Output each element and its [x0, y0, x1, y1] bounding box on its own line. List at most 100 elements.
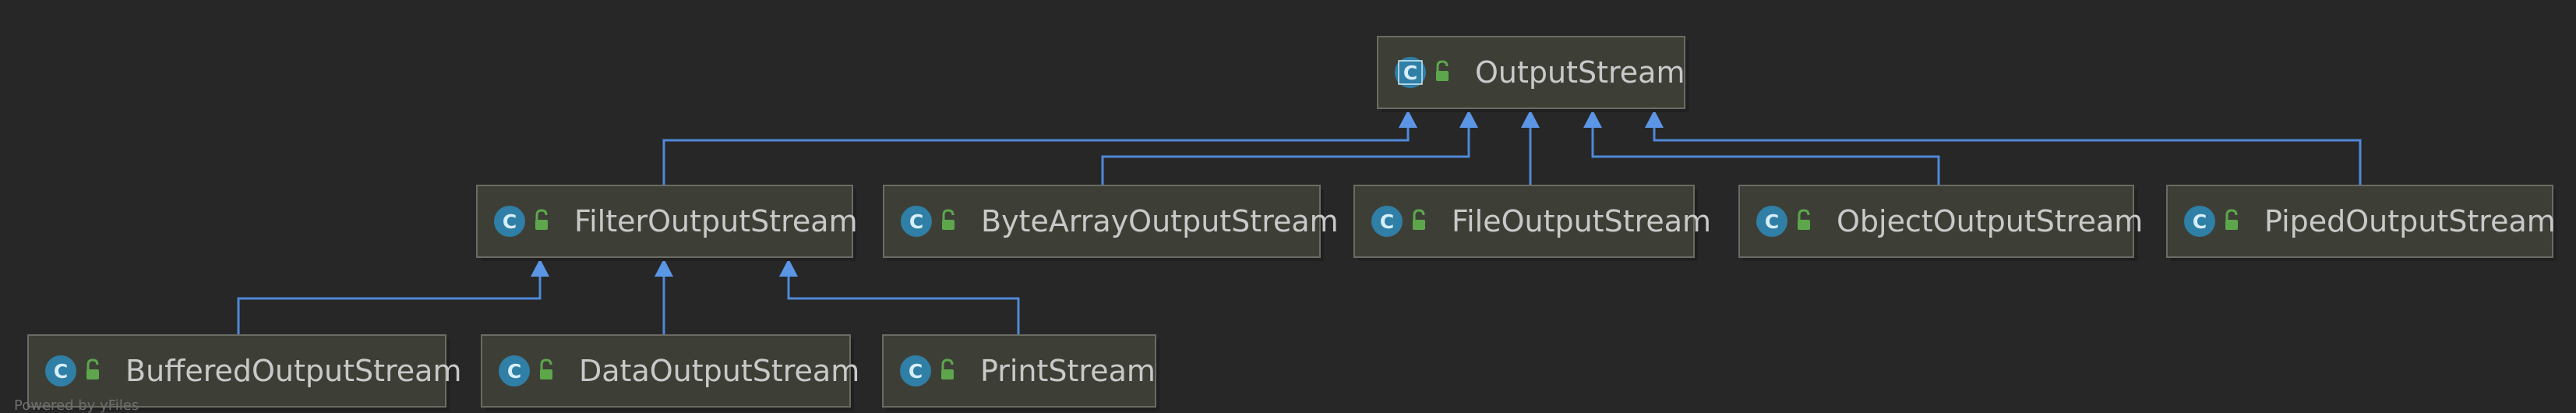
lock-body: [535, 220, 548, 230]
class-node-FilterOutputStream[interactable]: C FilterOutputStream: [476, 185, 858, 261]
class-icon-circle: [1371, 206, 1403, 237]
class-name-label: PipedOutputStream: [2264, 204, 2556, 238]
class-node-DataOutputStream[interactable]: C DataOutputStream: [481, 334, 859, 411]
public-lock-icon: [535, 209, 548, 230]
class-name-label: PrintStream: [980, 354, 1156, 388]
inheritance-arrowhead-icon: [1459, 110, 1478, 128]
edge-PrintStream-to-FilterOutputStream: [779, 259, 1020, 335]
class-name-label: FileOutputStream: [1452, 204, 1711, 238]
inheritance-line: [237, 277, 542, 335]
inheritance-arrowhead-icon: [1521, 110, 1540, 128]
lock-shackle: [1798, 209, 1810, 221]
lock-shackle: [942, 209, 955, 221]
class-icon-letter: C: [909, 360, 923, 383]
inheritance-arrowhead-icon: [1583, 110, 1602, 128]
edge-BufferedOutputStream-to-FilterOutputStream: [237, 259, 549, 335]
class-icon-circle: [45, 355, 76, 387]
lock-body: [1798, 220, 1810, 230]
lock-body: [1436, 71, 1449, 81]
lock-shackle: [1413, 209, 1425, 221]
class-icon-circle: [499, 355, 530, 387]
class-c-icon: C: [2184, 206, 2215, 237]
public-lock-icon: [1798, 209, 1810, 230]
public-lock-icon: [942, 209, 955, 230]
class-icon-letter: C: [507, 360, 521, 383]
class-c-icon: C: [45, 355, 76, 387]
class-name-label: DataOutputStream: [579, 354, 859, 388]
lock-body: [942, 220, 955, 230]
public-lock-icon: [1413, 209, 1425, 230]
edge-FileOutputStream-to-OutputStream: [1521, 110, 1540, 185]
lock-body: [1413, 220, 1425, 230]
class-node-OutputStream[interactable]: C OutputStream: [1377, 36, 1689, 112]
class-node-ObjectOutputStream[interactable]: C ObjectOutputStream: [1738, 185, 2143, 261]
class-c-icon: C: [494, 206, 525, 237]
inheritance-line: [787, 277, 1020, 335]
public-lock-icon: [540, 358, 552, 379]
class-name-label: ByteArrayOutputStream: [981, 204, 1339, 238]
public-lock-icon: [86, 358, 99, 379]
class-node-ByteArrayOutputStream[interactable]: C ByteArrayOutputStream: [883, 185, 1339, 261]
class-icon-letter: C: [1765, 210, 1779, 233]
inheritance-line: [1101, 128, 1470, 185]
inheritance-edges: [237, 110, 2362, 335]
edge-ByteArrayOutputStream-to-OutputStream: [1101, 110, 1478, 185]
edge-FilterOutputStream-to-OutputStream: [662, 110, 1417, 185]
class-icon-letter: C: [503, 210, 517, 233]
class-c-icon: C: [900, 355, 931, 387]
class-icon-circle: [900, 355, 931, 387]
edge-PipedOutputStream-to-OutputStream: [1645, 110, 2362, 185]
public-lock-icon: [1436, 60, 1449, 81]
class-icon-letter: C: [1380, 210, 1394, 233]
class-name-label: BufferedOutputStream: [125, 354, 462, 388]
lock-shackle: [1436, 60, 1449, 72]
class-icon-circle: [494, 206, 525, 237]
lock-shackle: [941, 358, 954, 370]
lock-shackle: [535, 209, 548, 221]
lock-shackle: [2225, 209, 2238, 221]
class-icon-letter: C: [2193, 210, 2207, 233]
class-c-icon: C: [1371, 206, 1403, 237]
class-name-label: ObjectOutputStream: [1837, 204, 2143, 238]
class-icon-letter: C: [1403, 62, 1417, 84]
class-icon-letter: C: [909, 210, 923, 233]
class-name-label: OutputStream: [1475, 55, 1685, 90]
class-box[interactable]: [1377, 36, 1685, 109]
abstract-class-outline-icon: [1398, 60, 1423, 85]
lock-body: [2225, 220, 2238, 230]
class-node-PipedOutputStream[interactable]: C PipedOutputStream: [2166, 185, 2557, 261]
inheritance-arrowhead-icon: [1645, 110, 1664, 128]
class-node-BufferedOutputStream[interactable]: C BufferedOutputStream: [27, 334, 462, 411]
inheritance-arrowhead-icon: [531, 259, 549, 277]
class-box[interactable]: [883, 185, 1321, 258]
class-icon-letter: C: [54, 360, 68, 383]
class-node-FileOutputStream[interactable]: C FileOutputStream: [1353, 185, 1711, 261]
class-node-PrintStream[interactable]: C PrintStream: [882, 334, 1159, 411]
lock-body: [540, 369, 552, 379]
class-icon-circle: [1756, 206, 1787, 237]
edge-DataOutputStream-to-FilterOutputStream: [655, 259, 673, 335]
edge-ObjectOutputStream-to-OutputStream: [1583, 110, 1940, 185]
class-icon-circle: [2184, 206, 2215, 237]
public-lock-icon: [941, 358, 954, 379]
lock-body: [86, 369, 99, 379]
public-lock-icon: [2225, 209, 2238, 230]
class-name-label: FilterOutputStream: [574, 204, 858, 238]
lock-body: [941, 369, 954, 379]
lock-shackle: [86, 358, 99, 370]
lock-shackle: [540, 358, 552, 370]
class-c-icon: C: [499, 355, 530, 387]
class-icon-circle: [1395, 57, 1426, 88]
class-c-icon: C: [1395, 57, 1426, 88]
class-icon-circle: [901, 206, 932, 237]
inheritance-line: [662, 128, 1410, 185]
footer-text: Powered by yFiles: [14, 397, 139, 413]
inheritance-arrowhead-icon: [655, 259, 673, 277]
inheritance-line: [1653, 128, 2362, 185]
inheritance-line: [1591, 128, 1940, 185]
class-c-icon: C: [901, 206, 932, 237]
inheritance-arrowhead-icon: [779, 259, 798, 277]
class-box[interactable]: [1353, 185, 1695, 258]
